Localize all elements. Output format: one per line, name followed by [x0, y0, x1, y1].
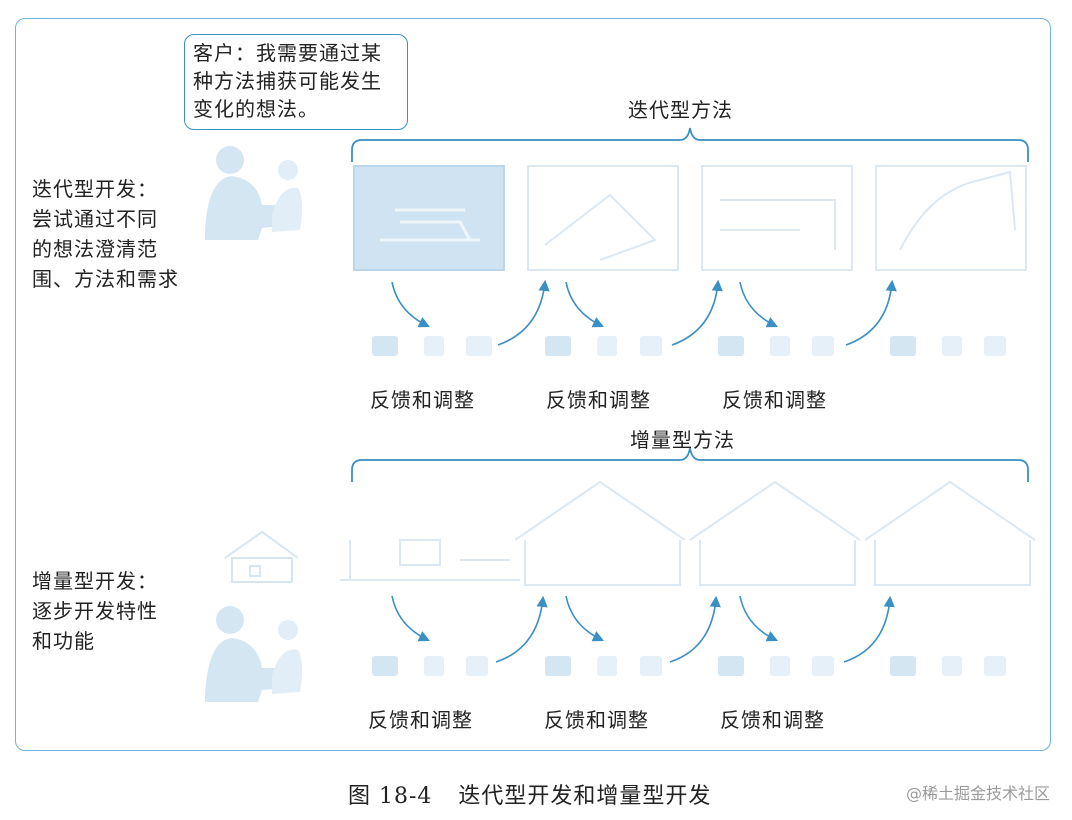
incremental-feedback-label: 反馈和调整	[544, 708, 649, 732]
iterative-feedback-label: 反馈和调整	[370, 388, 475, 412]
incremental-method-label: 增量型方法	[630, 428, 735, 452]
person-figure-bottom	[205, 606, 303, 702]
bubble-line: 种方法捕获可能发生	[193, 69, 382, 93]
feedback-icons-bottom	[372, 656, 1006, 676]
person-figure-top	[205, 146, 303, 240]
incremental-sketch-1	[340, 539, 520, 581]
iterative-feedback-label: 反馈和调整	[722, 388, 827, 412]
incremental-brace	[351, 447, 1029, 482]
feedback-icons-top	[372, 336, 1006, 356]
incremental-feedback-label: 反馈和调整	[368, 708, 473, 732]
incremental-sketch-2	[514, 480, 686, 586]
iterative-description: 迭代型开发： 尝试通过不同 的想法澄清范 围、方法和需求	[32, 174, 179, 294]
iterative-description-line: 围、方法和需求	[32, 267, 179, 291]
iterative-sketch-2	[527, 165, 679, 271]
incremental-feedback-label: 反馈和调整	[720, 708, 825, 732]
incremental-description-line: 增量型开发：	[32, 569, 158, 593]
figure-title: 迭代型开发和增量型开发	[458, 784, 712, 809]
incremental-description: 增量型开发： 逐步开发特性 和功能	[32, 566, 158, 656]
iterative-description-line: 尝试通过不同	[32, 207, 158, 231]
iterative-sketch-3	[701, 165, 853, 271]
feedback-arrows-top	[391, 279, 897, 346]
iterative-sketch-4	[875, 165, 1027, 271]
incremental-sketch-4	[864, 480, 1036, 586]
incremental-description-line: 和功能	[32, 629, 95, 653]
iterative-method-label: 迭代型方法	[628, 98, 733, 122]
iterative-feedback-label: 反馈和调整	[546, 388, 651, 412]
incremental-description-line: 逐步开发特性	[32, 599, 158, 623]
incremental-sketch-3	[689, 480, 861, 586]
figure-number: 图 18-4	[348, 784, 433, 809]
iterative-brace	[351, 127, 1029, 162]
iterative-description-line: 的想法澄清范	[32, 237, 158, 261]
figure-caption: 图 18-4 迭代型开发和增量型开发	[348, 778, 711, 810]
small-house	[224, 530, 299, 583]
iterative-description-line: 迭代型开发：	[32, 177, 158, 201]
bubble-line: 客户：我需要通过某	[193, 41, 382, 65]
iterative-sketch-1	[353, 165, 505, 271]
diagram-frame	[15, 18, 1051, 751]
bubble-line: 变化的想法。	[193, 97, 319, 121]
feedback-arrows-bottom	[391, 595, 895, 663]
watermark: @稀土掘金技术社区	[905, 784, 1050, 803]
customer-speech-bubble: 客户：我需要通过某 种方法捕获可能发生 变化的想法。	[184, 34, 408, 130]
